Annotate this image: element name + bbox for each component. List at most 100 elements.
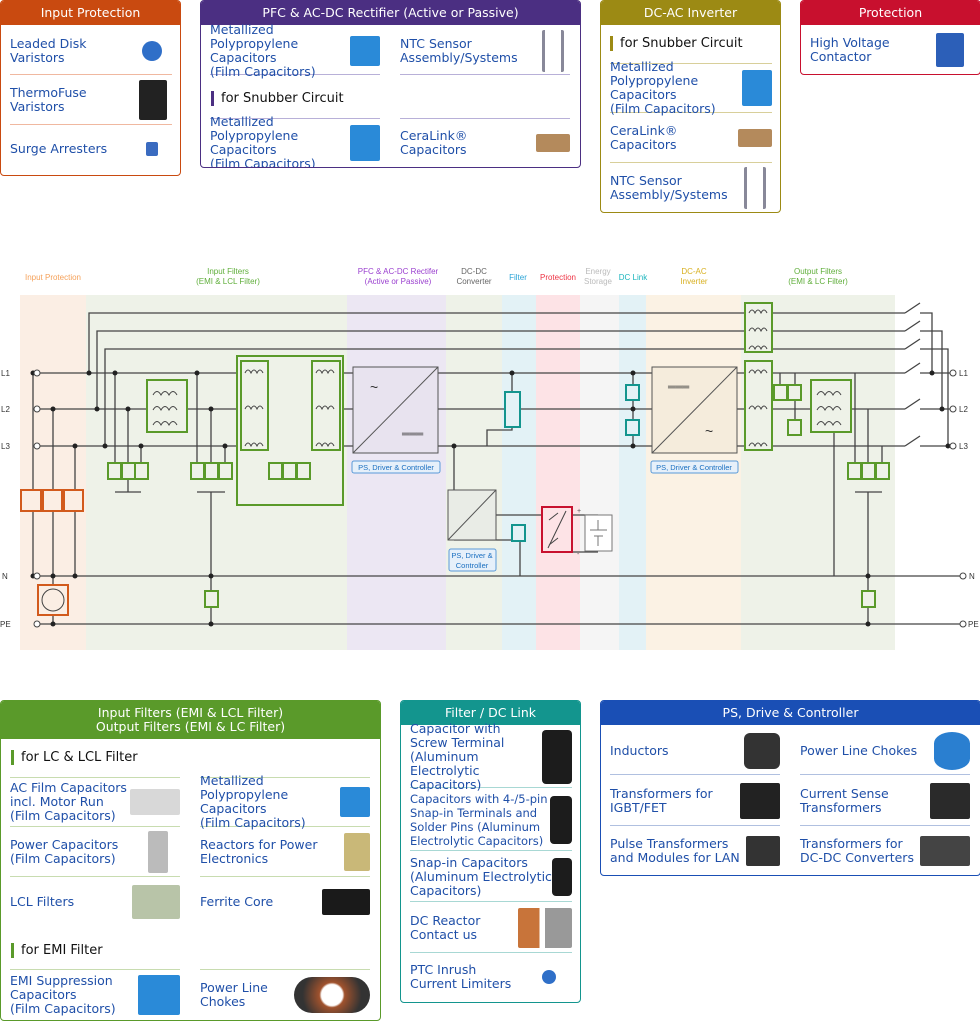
transformer-image bbox=[920, 836, 970, 866]
product-label: Capacitors with 4-/5-pin Snap-in Termina… bbox=[410, 791, 548, 848]
input-protection-title: Input Protection bbox=[1, 1, 180, 25]
snubber-subheading: for Snubber Circuit bbox=[211, 91, 344, 106]
dc-link-title: Filter / DC Link bbox=[401, 701, 580, 725]
ntc-sensor-image bbox=[542, 29, 564, 72]
line-label-l3: L3 bbox=[1, 442, 10, 451]
section-label-pfc: PFC & AC-DC Rectifer(Active or Passive) bbox=[358, 267, 439, 286]
product-hv-contactor[interactable]: High Voltage Contactor bbox=[810, 27, 972, 73]
product-inductors[interactable]: Inductors bbox=[610, 727, 780, 775]
svg-text:═══: ═══ bbox=[401, 429, 424, 440]
product-ceralink[interactable]: CeraLink® Capacitors bbox=[610, 113, 772, 163]
ps-label-inverter[interactable]: PS, Driver & Controller bbox=[656, 463, 732, 472]
output-inductor-main bbox=[744, 360, 773, 451]
transformer-image bbox=[930, 782, 970, 819]
product-label: Power Line Chokes bbox=[200, 979, 268, 1009]
product-label: Metallized Polypropylene Capacitors (Fil… bbox=[210, 21, 316, 79]
product-ntc-sensor[interactable]: NTC Sensor Assembly/Systems bbox=[400, 27, 570, 75]
emi-filter-subheading: for EMI Filter bbox=[11, 943, 103, 958]
product-film-capacitors[interactable]: Metallized Polypropylene Capacitors (Fil… bbox=[200, 774, 370, 830]
product-current-sense-transformers[interactable]: Current Sense Transformers bbox=[800, 776, 970, 826]
filters-box: Input Filters (EMI & LCL Filter) Output … bbox=[0, 700, 381, 1021]
product-label: CeraLink® Capacitors bbox=[400, 127, 468, 157]
product-label: ThermoFuse Varistors bbox=[10, 85, 87, 114]
ps-drive-box: PS, Drive & Controller Inductors Power L… bbox=[600, 700, 980, 876]
varistors bbox=[20, 489, 84, 616]
lcl-filter-image bbox=[132, 885, 180, 919]
label-line: (EMI & LC Filter) bbox=[788, 277, 848, 286]
product-film-capacitors[interactable]: Metallized Polypropylene Capacitors (Fil… bbox=[210, 22, 380, 78]
input-protection-box: Input Protection Leaded Disk Varistors T… bbox=[0, 0, 181, 176]
electrolytic-capacitor-image bbox=[552, 857, 572, 896]
product-dcdc-transformers[interactable]: Transformers for DC-DC Converters bbox=[800, 827, 970, 875]
electrolytic-capacitor-image bbox=[542, 730, 572, 784]
reactor-image bbox=[344, 832, 370, 871]
product-label: PTC Inrush Current Limiters bbox=[410, 962, 512, 991]
product-snap-in-capacitors[interactable]: Snap-in Capacitors (Aluminum Electrolyti… bbox=[410, 852, 572, 902]
product-power-capacitors[interactable]: Power Capacitors (Film Capacitors) bbox=[10, 827, 180, 877]
output-inductor-top bbox=[744, 302, 773, 353]
product-label: NTC Sensor Assembly/Systems bbox=[400, 35, 518, 65]
product-thermofuse-varistors[interactable]: ThermoFuse Varistors bbox=[10, 76, 172, 125]
product-power-line-chokes[interactable]: Power Line Chokes bbox=[200, 969, 370, 1019]
product-ferrite-core[interactable]: Ferrite Core bbox=[200, 877, 370, 927]
lan-module-image bbox=[746, 836, 780, 866]
product-screw-terminal-capacitor[interactable]: Capacitor with Screw Terminal (Aluminum … bbox=[410, 722, 572, 792]
inductor-group-2 bbox=[311, 360, 341, 451]
inductor-image bbox=[744, 732, 780, 769]
band-filter bbox=[502, 295, 536, 650]
filter-inductor bbox=[504, 391, 521, 428]
ps-label-rectifier[interactable]: PS, Driver & Controller bbox=[358, 463, 434, 472]
product-dc-reactor[interactable]: DC Reactor Contact us bbox=[410, 903, 572, 953]
product-ac-film-capacitors[interactable]: AC Film Capacitors incl. Motor Run (Film… bbox=[10, 777, 180, 827]
product-ptc-inrush[interactable]: PTC Inrush Current Limiters bbox=[410, 954, 572, 1000]
product-emi-capacitors[interactable]: EMI Suppression Capacitors (Film Capacit… bbox=[10, 969, 180, 1019]
battery-plus: + bbox=[577, 508, 581, 515]
choke-image bbox=[934, 731, 970, 770]
dc-link-components bbox=[504, 384, 640, 542]
line-label-n-out: N bbox=[969, 572, 975, 581]
product-label: Power Line Chokes bbox=[800, 742, 918, 758]
battery-minus: - bbox=[577, 551, 580, 558]
product-label: DC Reactor Contact us bbox=[410, 912, 481, 942]
product-snap-in-4-5-pin[interactable]: Capacitors with 4-/5-pin Snap-in Termina… bbox=[410, 789, 572, 851]
product-label: AC Film Capacitors incl. Motor Run (Film… bbox=[10, 780, 127, 823]
product-leaded-disk-varistors[interactable]: Leaded Disk Varistors bbox=[10, 27, 172, 75]
coil-marks bbox=[152, 309, 842, 549]
product-label: LCL Filters bbox=[10, 894, 75, 909]
product-pulse-transformers[interactable]: Pulse Transformers and Modules for LAN bbox=[610, 827, 780, 875]
product-lcl-filters[interactable]: LCL Filters bbox=[10, 877, 180, 927]
film-capacitor-image bbox=[742, 70, 772, 106]
ps-drive-title: PS, Drive & Controller bbox=[601, 701, 980, 725]
cm-choke-input bbox=[146, 379, 188, 433]
terminals bbox=[33, 369, 967, 628]
product-ceralink[interactable]: CeraLink® Capacitors bbox=[400, 118, 570, 166]
product-igbt-transformers[interactable]: Transformers for IGBT/FET bbox=[610, 776, 780, 826]
ceralink-image bbox=[738, 128, 772, 147]
gas-discharge-tube bbox=[37, 584, 69, 616]
section-label-input-protection: Input Protection bbox=[25, 273, 81, 282]
product-film-capacitors[interactable]: Metallized Polypropylene Capacitors (Fil… bbox=[610, 59, 772, 116]
dc-reactor-image bbox=[518, 907, 572, 948]
product-label: Ferrite Core bbox=[200, 894, 274, 909]
ceralink-image bbox=[536, 133, 570, 152]
band-energy-storage bbox=[580, 295, 619, 650]
ps-driver-labels: PS, Driver & Controller PS, Driver & Con… bbox=[351, 460, 739, 572]
product-label: Transformers for DC-DC Converters bbox=[800, 836, 914, 865]
product-ntc-sensor[interactable]: NTC Sensor Assembly/Systems bbox=[610, 164, 772, 212]
product-label: High Voltage Contactor bbox=[810, 35, 890, 64]
product-surge-arresters[interactable]: Surge Arresters bbox=[10, 126, 172, 172]
varistor-image bbox=[142, 40, 162, 61]
band-protection bbox=[536, 295, 580, 650]
product-label: Metallized Polypropylene Capacitors (Fil… bbox=[610, 59, 716, 116]
product-reactors[interactable]: Reactors for Power Electronics bbox=[200, 827, 370, 877]
protection-box: Protection High Voltage Contactor bbox=[800, 0, 980, 75]
inverter-box: DC-AC Inverter for Snubber Circuit Metal… bbox=[600, 0, 781, 213]
thermofuse-image bbox=[139, 80, 167, 120]
product-film-capacitors-snubber[interactable]: Metallized Polypropylene Capacitors (Fil… bbox=[210, 114, 380, 167]
svg-text:~: ~ bbox=[370, 379, 378, 395]
label-line: (Active or Passive) bbox=[365, 277, 432, 286]
product-power-line-chokes[interactable]: Power Line Chokes bbox=[800, 727, 970, 775]
svg-text:~: ~ bbox=[705, 423, 713, 439]
line-label-n: N bbox=[2, 572, 8, 581]
